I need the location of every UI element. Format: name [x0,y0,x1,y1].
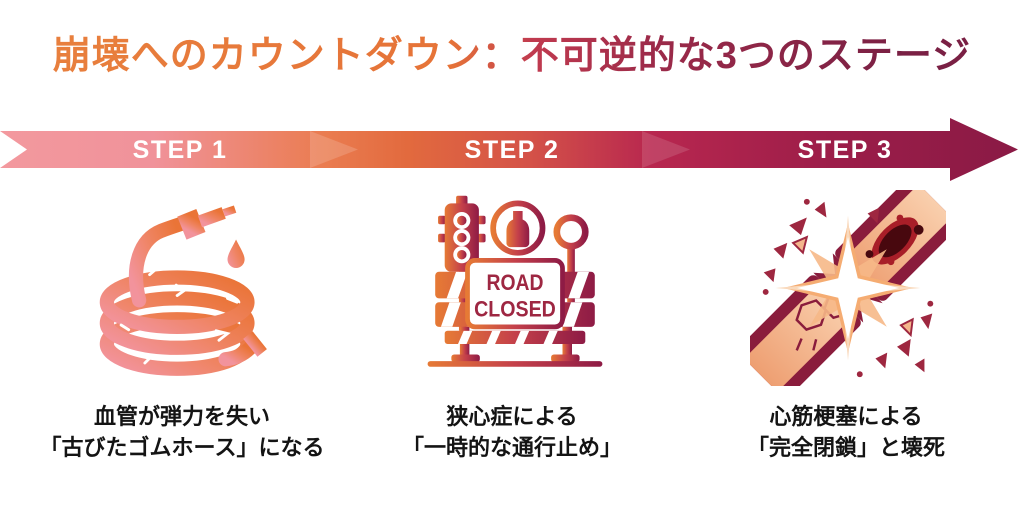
stage-3-caption: 心筋梗塞による 「完全閉鎖」と壊死 [680,401,1012,463]
road-closed-sign: ROAD CLOSED [465,258,565,330]
debris-fragments [762,198,934,378]
step-3-label: STEP 3 [797,136,893,164]
road-sign-line1: ROAD [487,270,544,295]
barricade-foot-left [451,354,480,363]
stage-2-caption-line-1: 狭心症による [446,404,578,429]
page-title: 崩壊へのカウントダウン：不可逆的な3つのステージ [0,24,1024,79]
ruptured-vessel-icon [750,190,946,386]
stage-2-caption: 狭心症による 「一時的な通行止め」 [347,401,677,463]
arrow-body [0,118,1018,181]
traffic-light-icon [438,195,486,331]
bottle-sign-icon [490,200,546,256]
step-2-label: STEP 2 [464,136,560,164]
stage-2-caption-line-2: 「一時的な通行止め」 [401,435,622,460]
step-1-label: STEP 1 [132,136,228,164]
stage-1-caption-line-1: 血管が弾力を失い [93,404,270,429]
step-divider-chevron-1 [310,131,358,168]
stage-3-caption-line-1: 心筋梗塞による [769,404,923,429]
timeline-arrow [0,118,1018,181]
step-divider-chevron-2 [642,131,690,168]
water-droplet-icon [227,239,245,268]
ground-line [427,361,603,367]
road-closed-icon: ROAD CLOSED [427,195,603,367]
aged-hose-icon [99,205,267,376]
road-sign-line2: CLOSED [474,296,556,321]
hose-cracks [119,264,239,365]
stage-1-caption-line-2: 「古びたゴムホース」になる [39,435,325,460]
barricade-bar-low [444,330,586,344]
stage-3-caption-line-2: 「完全閉鎖」と壊死 [746,435,945,460]
stage-1-caption: 血管が弾力を失い 「古びたゴムホース」になる [12,401,352,463]
burst-icon [775,215,921,361]
barricade-foot-right [551,354,580,363]
